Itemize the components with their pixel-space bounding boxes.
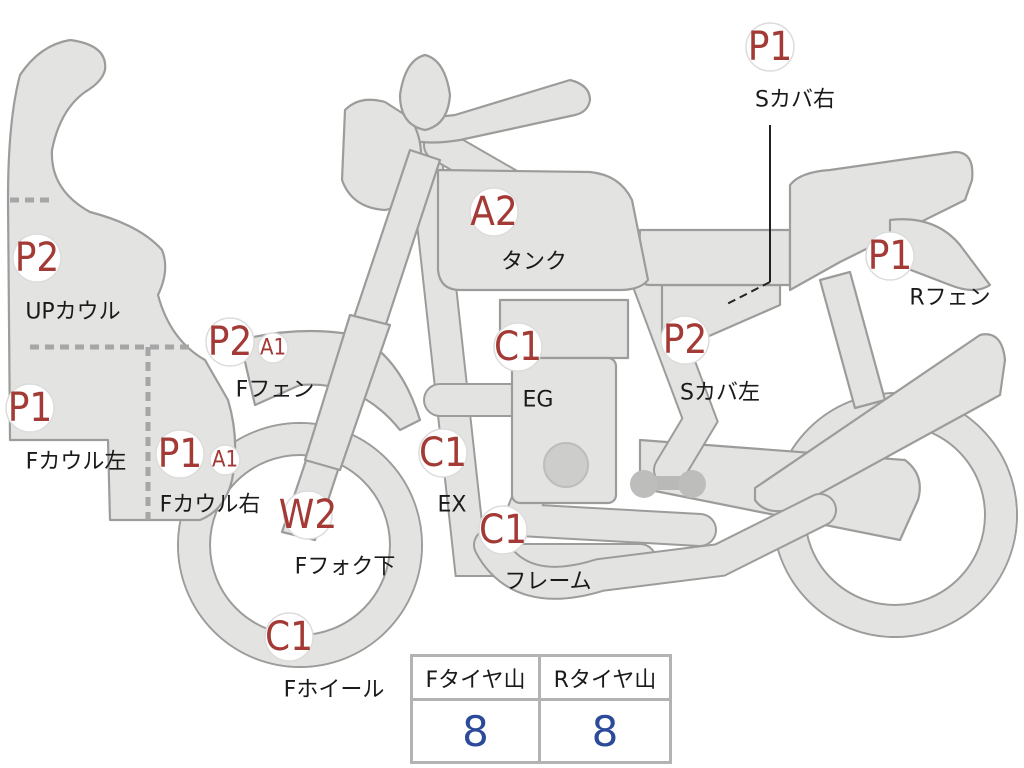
badge-exhaust: C1 EX — [418, 428, 468, 518]
rear-tire-header: Rタイヤ山 — [541, 657, 669, 701]
svg-text:P2: P2 — [663, 317, 708, 363]
rear-shock-shape — [818, 270, 887, 410]
svg-text:C1: C1 — [265, 614, 313, 660]
rear-seat-shape — [788, 150, 974, 292]
cowl-shape — [6, 38, 237, 522]
rear-tire-value: 8 — [591, 706, 619, 756]
badge-s-cover-left: P2 Sカバ左 — [660, 315, 760, 406]
svg-text:P2: P2 — [15, 235, 60, 281]
badge-frame: C1 フレーム — [478, 505, 592, 595]
badge-s-cover-right: P1 Sカバ右 — [745, 22, 835, 113]
svg-text:P1: P1 — [868, 233, 913, 279]
svg-text:EX: EX — [438, 493, 467, 518]
badge-engine: C1 EG — [493, 322, 554, 413]
svg-text:Sカバ右: Sカバ右 — [755, 88, 835, 113]
svg-text:C1: C1 — [419, 430, 467, 476]
svg-text:A1: A1 — [260, 336, 286, 361]
badge-f-cowl-left: P1 Fカウル左 — [5, 383, 127, 475]
handlebar-shape — [408, 78, 592, 144]
badge-f-fender: P2 A1 Fフェン — [205, 317, 315, 403]
badge-f-fork-lower: W2 Fフォク下 — [279, 490, 396, 580]
svg-text:A1: A1 — [212, 448, 238, 473]
svg-text:Fフォク下: Fフォク下 — [295, 555, 396, 580]
svg-text:Sカバ左: Sカバ左 — [680, 381, 760, 406]
muffler-shape — [753, 333, 1007, 513]
svg-text:C1: C1 — [494, 324, 542, 370]
svg-text:C1: C1 — [479, 507, 527, 553]
tire-tread-table: Fタイヤ山 Rタイヤ山 8 8 — [410, 654, 672, 764]
badge-r-fender: P1 Rフェン — [865, 231, 991, 311]
badge-f-cowl-right: P1 A1 Fカウル右 — [155, 429, 261, 518]
svg-text:Fホイール: Fホイール — [284, 678, 385, 703]
svg-text:Rフェン: Rフェン — [909, 286, 990, 311]
svg-text:P1: P1 — [748, 24, 793, 70]
svg-text:Fフェン: Fフェン — [236, 378, 315, 403]
svg-text:フレーム: フレーム — [504, 570, 591, 595]
svg-text:A2: A2 — [470, 189, 518, 235]
badge-up-cowl: P2 UPカウル — [12, 233, 121, 325]
svg-text:P1: P1 — [158, 431, 203, 477]
rear-fender-shape — [888, 218, 992, 292]
s-cover-right-leader-dashed — [724, 281, 771, 306]
svg-text:UPカウル: UPカウル — [25, 300, 120, 325]
front-tire-value: 8 — [413, 701, 541, 761]
badge-tank: A2 タンク — [469, 187, 567, 275]
mirror-shape — [398, 53, 452, 132]
seat-shape — [636, 228, 792, 287]
svg-text:Fカウル右: Fカウル右 — [160, 493, 261, 518]
svg-text:Fカウル左: Fカウル左 — [26, 450, 127, 475]
svg-text:P2: P2 — [208, 319, 253, 365]
fork-lower-shape — [303, 313, 392, 472]
svg-text:EG: EG — [523, 388, 554, 413]
front-tire-header: Fタイヤ山 — [413, 657, 541, 701]
badge-f-wheel: C1 Fホイール — [264, 612, 385, 703]
svg-text:W2: W2 — [279, 492, 337, 538]
svg-text:P1: P1 — [8, 385, 53, 431]
svg-text:タンク: タンク — [501, 250, 567, 275]
